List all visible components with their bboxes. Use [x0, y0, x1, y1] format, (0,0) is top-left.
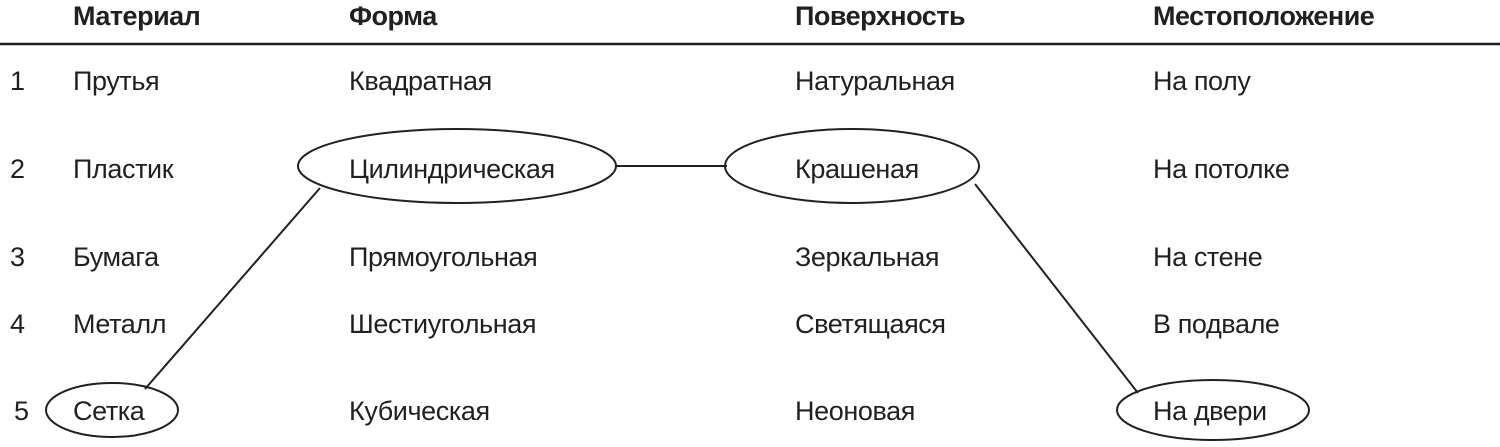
header-location: Местоположение [1153, 1, 1375, 31]
header-material: Материал [73, 1, 200, 31]
cell-surface: Неоновая [795, 396, 915, 426]
cell-shape: Квадратная [349, 66, 492, 96]
cell-material: Металл [73, 309, 166, 339]
cell-location: На двери [1153, 396, 1267, 426]
cell-material: Сетка [73, 396, 146, 426]
cell-surface: Крашеная [795, 154, 919, 184]
cell-surface: Светящаяся [795, 309, 946, 339]
ellipse-material-setka [45, 382, 179, 438]
cell-surface: Зеркальная [795, 242, 939, 272]
table-row: 1 Прутья Квадратная Натуральная На полу [10, 66, 1252, 96]
header-shape: Форма [349, 1, 438, 31]
cell-location: В подвале [1153, 309, 1280, 339]
header-row: Материал Форма Поверхность Местоположени… [73, 1, 1375, 31]
selection-path [144, 165, 1139, 394]
link-material-to-shape [144, 187, 321, 390]
selection-ellipses [45, 128, 1310, 441]
cell-material: Прутья [73, 66, 159, 96]
cell-shape: Прямоугольная [349, 242, 537, 272]
table-row: 2 Пластик Цилиндрическая Крашеная На пот… [10, 154, 1290, 184]
table-row: 5 Сетка Кубическая Неоновая На двери [14, 396, 1267, 426]
link-surface-to-location [974, 183, 1139, 394]
cell-surface: Натуральная [795, 66, 955, 96]
row-number: 5 [14, 396, 29, 426]
table-row: 4 Металл Шестиугольная Светящаяся В подв… [10, 309, 1280, 339]
cell-shape: Кубическая [349, 396, 490, 426]
cell-location: На полу [1153, 66, 1251, 96]
header-surface: Поверхность [795, 1, 965, 31]
ellipse-shape-cylindrical [297, 128, 617, 204]
row-number: 4 [10, 309, 25, 339]
cell-location: На стене [1153, 242, 1262, 272]
cell-material: Бумага [73, 242, 160, 272]
cell-location: На потолке [1153, 154, 1289, 184]
row-number: 2 [10, 154, 25, 184]
ellipse-surface-painted [724, 128, 980, 204]
table-row: 3 Бумага Прямоугольная Зеркальная На сте… [10, 242, 1263, 272]
ellipse-location-door [1116, 379, 1310, 441]
row-number: 1 [10, 66, 25, 96]
cell-shape: Шестиугольная [349, 309, 536, 339]
cell-material: Пластик [73, 154, 174, 184]
cell-shape: Цилиндрическая [349, 154, 555, 184]
row-number: 3 [10, 242, 25, 272]
